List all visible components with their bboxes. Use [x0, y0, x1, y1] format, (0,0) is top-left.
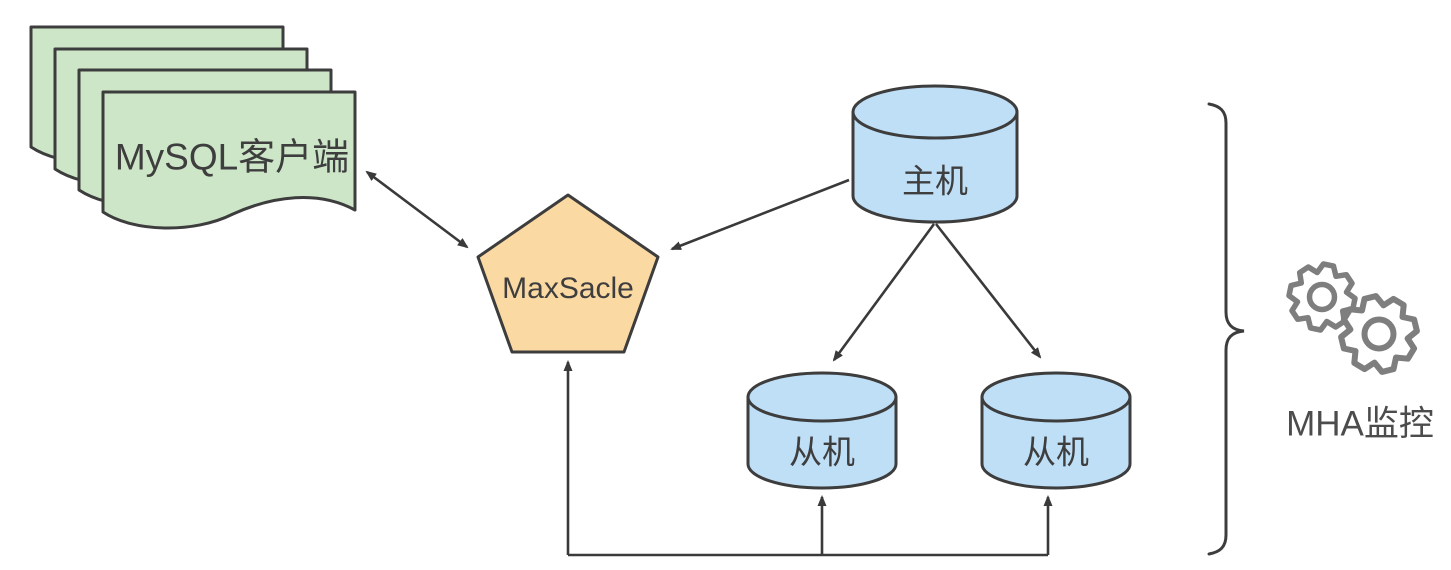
master-cylinder-top	[851, 84, 1019, 140]
slave2-cylinder-top	[980, 371, 1132, 423]
mysql-client-document-stack	[29, 25, 357, 230]
edge-master-to-slave1-arrow	[832, 223, 936, 362]
maxscale-label: MaxSacle	[502, 272, 634, 305]
edge-master-to-slave2-arrow	[934, 223, 1042, 359]
edge-master-to-proxy-arrow	[670, 178, 850, 251]
document-sheet-front	[101, 90, 357, 230]
slave2-db-cylinder	[980, 371, 1132, 490]
master-cylinder-body	[851, 110, 1019, 224]
maxscale-pentagon	[476, 193, 660, 354]
mysql-client-label: MySQL客户端	[114, 136, 350, 178]
slave1-db-label: 从机	[789, 433, 855, 471]
slave1-cylinder-body	[746, 395, 898, 490]
master-db-label: 主机	[902, 162, 968, 200]
gear-large-hole	[1361, 316, 1397, 352]
gears-icon	[1286, 261, 1420, 375]
gear-small-hole	[1306, 281, 1338, 313]
master-db-cylinder	[851, 84, 1019, 224]
slave2-db-label: 从机	[1023, 433, 1089, 471]
slave1-db-cylinder	[746, 371, 898, 490]
mha-monitor-label: MHA监控	[1286, 404, 1434, 444]
slave1-cylinder-top	[746, 371, 898, 423]
slave2-cylinder-body	[980, 395, 1132, 490]
connectors	[365, 170, 1053, 557]
curly-brace	[1207, 102, 1245, 556]
edge-client-proxy-double-arrow	[365, 170, 469, 249]
